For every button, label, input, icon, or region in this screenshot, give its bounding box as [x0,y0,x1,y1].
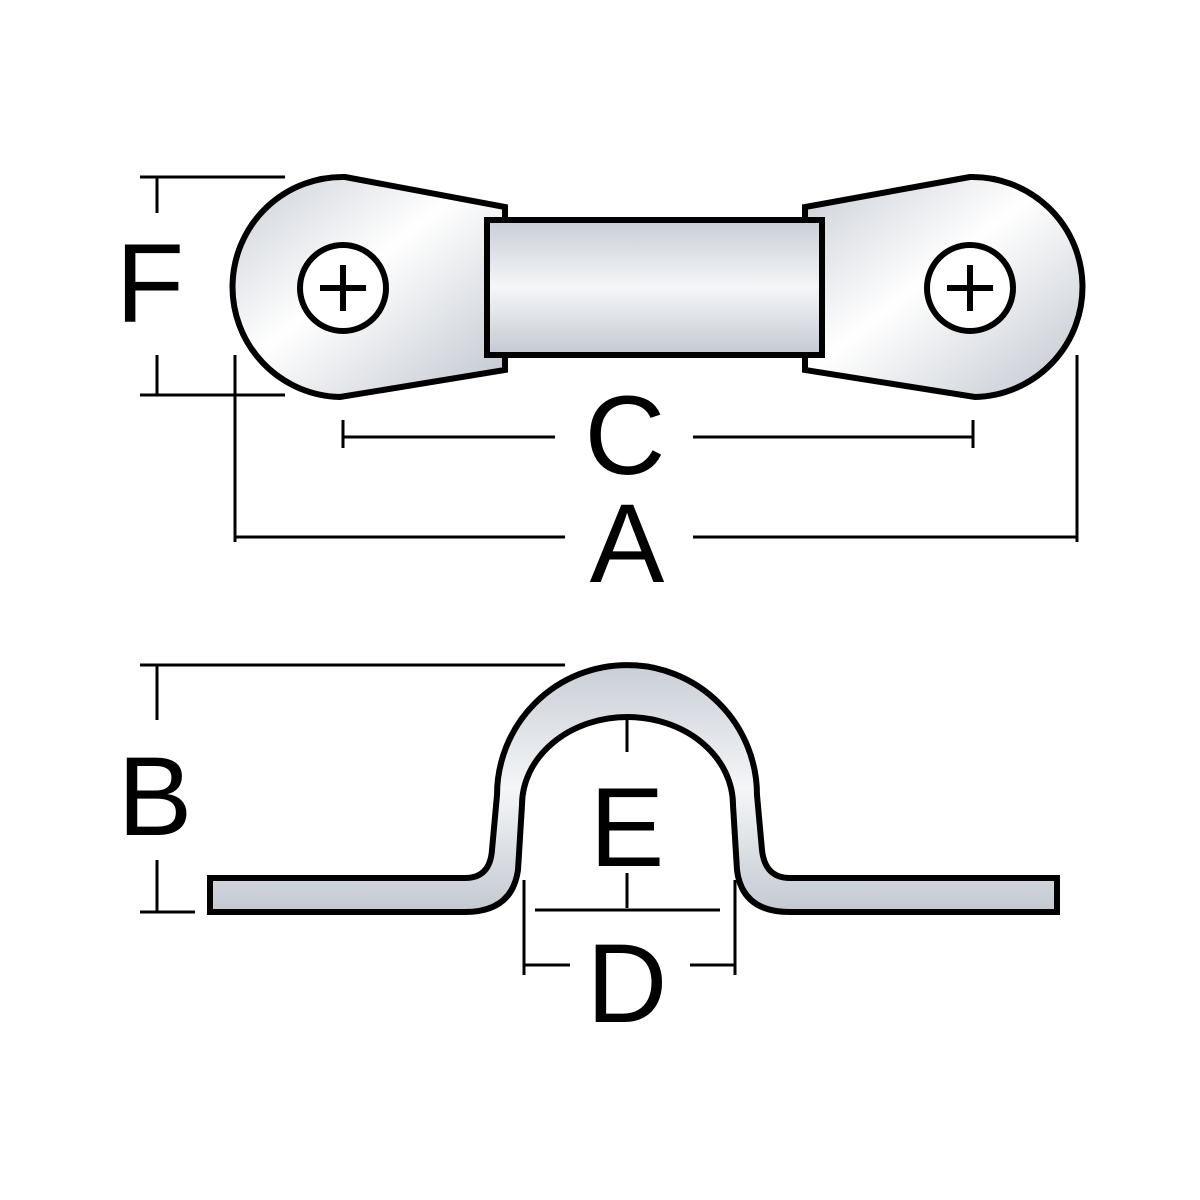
label-e: E [590,765,665,890]
dimension-f: F [116,175,285,397]
label-f: F [116,221,184,346]
dimension-c: C [341,373,975,498]
dimension-b: B [118,663,565,914]
label-b: B [118,734,193,859]
center-bridge [484,217,825,358]
top-view [229,173,1086,401]
dimension-e: E [590,717,665,908]
label-d: D [587,921,668,1046]
label-c: C [585,373,666,498]
dimension-a: A [233,355,1079,606]
label-a: A [590,481,665,606]
left-screw-icon [297,242,389,334]
right-screw-icon [924,242,1016,334]
dimension-d: D [522,880,737,1046]
side-profile [207,662,1060,915]
